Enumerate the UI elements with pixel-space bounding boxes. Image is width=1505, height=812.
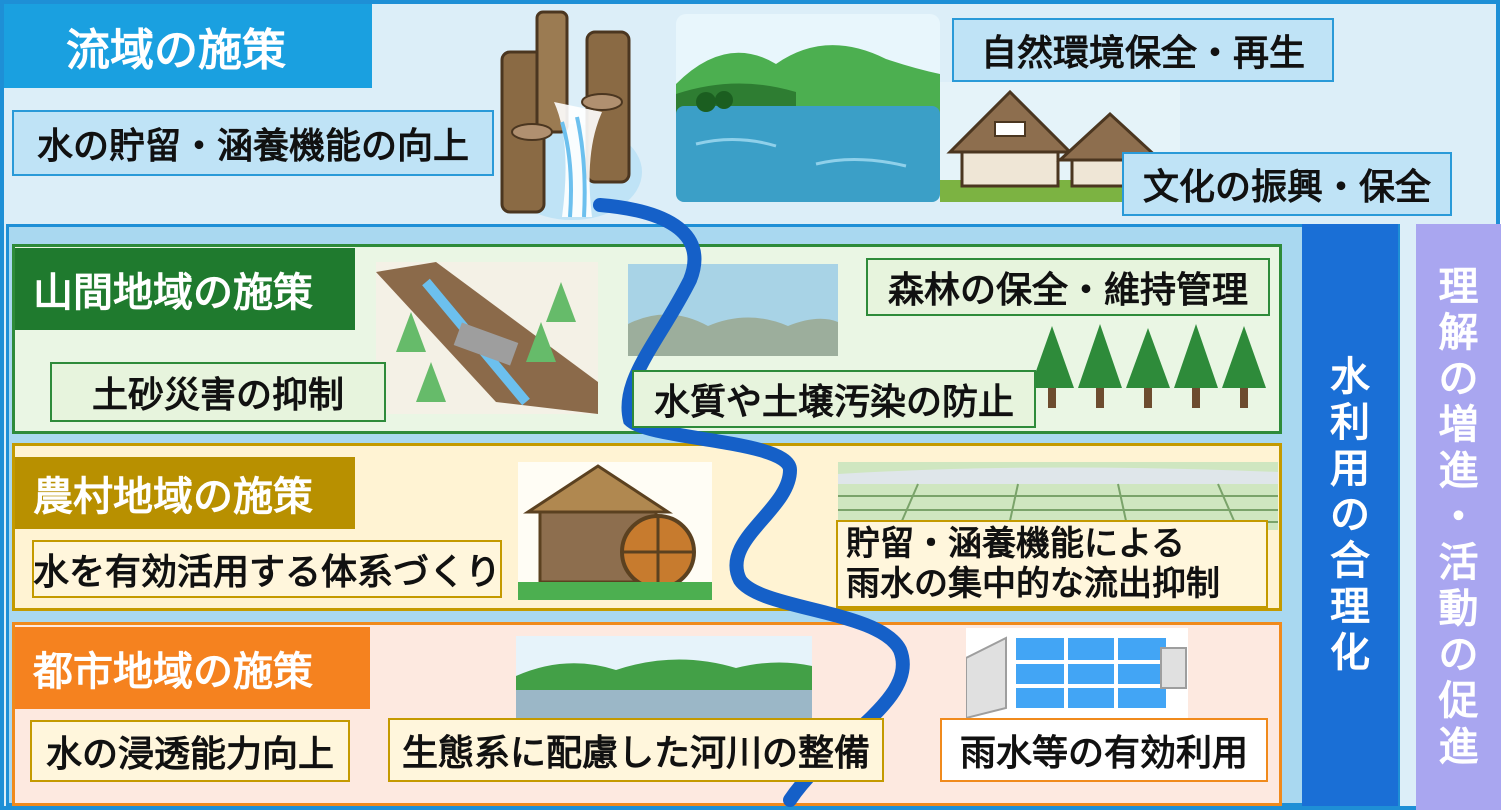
water-use-char: 水 [1330, 354, 1370, 400]
understanding-band: 理 解 の 増 進 ・ 活 動 の 促 進 [1416, 224, 1501, 810]
callout-culture-promotion: 文化の振興・保全 [1122, 152, 1452, 216]
understanding-char: 増 [1438, 402, 1479, 448]
callout-nature-conservation: 自然環境保全・再生 [952, 18, 1334, 82]
understanding-char: 進 [1438, 724, 1479, 770]
callout-water-system: 水を有効活用する体系づくり [32, 540, 502, 598]
forest-trees-icon [1030, 324, 1266, 408]
waterfall-icon [500, 10, 642, 220]
water-use-char: の [1330, 492, 1370, 538]
understanding-char: 活 [1438, 540, 1479, 586]
understanding-char: の [1438, 632, 1479, 678]
mountain-title: 山間地域の施策 [15, 248, 355, 330]
runoff-line-1: 貯留・涵養機能による [846, 524, 1185, 564]
waterwheel-icon [518, 462, 712, 600]
rural-title: 農村地域の施策 [15, 457, 355, 529]
water-use-char: 利 [1330, 400, 1370, 446]
runoff-line-2: 雨水の集中的な流出抑制 [846, 564, 1220, 604]
urban-title: 都市地域の施策 [15, 627, 370, 709]
water-use-char: 化 [1330, 630, 1370, 676]
callout-water-storage: 水の貯留・涵養機能の向上 [12, 110, 494, 176]
understanding-char: 進 [1438, 448, 1479, 494]
callout-pollution-prevention: 水質や土壌汚染の防止 [632, 370, 1036, 428]
understanding-char: 促 [1438, 678, 1479, 724]
callout-runoff-control: 貯留・涵養機能による 雨水の集中的な流出抑制 [836, 520, 1268, 608]
lake-icon [676, 14, 940, 202]
basin-title: 流域の施策 [4, 4, 372, 88]
callout-forest-management: 森林の保全・維持管理 [866, 258, 1270, 316]
understanding-char: 動 [1438, 586, 1479, 632]
understanding-char: 解 [1438, 310, 1479, 356]
water-use-band: 水 利 用 の 合 理 化 [1302, 224, 1398, 806]
understanding-char: 理 [1438, 264, 1479, 310]
river-bank-icon [516, 636, 812, 718]
callout-rainwater-use: 雨水等の有効利用 [940, 718, 1268, 782]
understanding-char: ・ [1438, 494, 1479, 540]
callout-sediment-control: 土砂災害の抑制 [50, 362, 386, 422]
callout-river-maintenance: 生態系に配慮した河川の整備 [388, 718, 884, 782]
dam-valley-icon [376, 262, 598, 414]
treatment-plant-icon [966, 628, 1188, 718]
water-use-char: 合 [1330, 538, 1370, 584]
water-use-char: 理 [1330, 584, 1370, 630]
understanding-char: の [1438, 356, 1479, 402]
callout-infiltration: 水の浸透能力向上 [30, 720, 350, 782]
water-use-char: 用 [1330, 446, 1370, 492]
